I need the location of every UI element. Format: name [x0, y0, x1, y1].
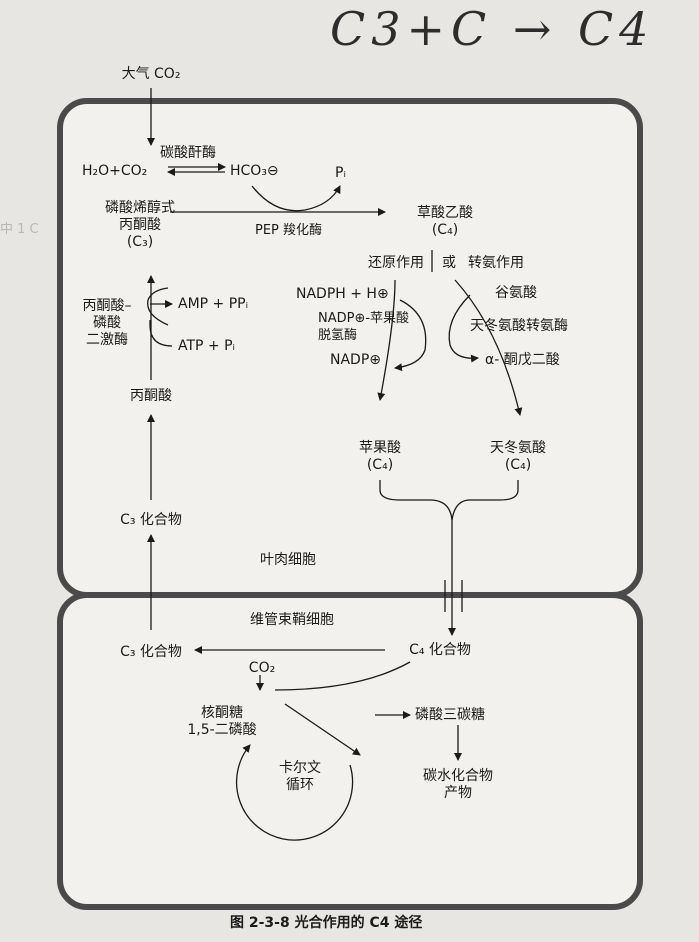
malate-dehydrogenase-label: NADP⊕-苹果酸 脱氢酶: [318, 311, 410, 343]
bundle-sheath-cell: [57, 592, 643, 910]
pep-label: 磷酸烯醇式 丙酮酸 (C₃): [105, 200, 175, 250]
glutamate-label: 谷氨酸: [495, 285, 537, 301]
reduction-label: 还原作用: [368, 255, 424, 271]
bundle-sheath-cell-label: 维管束鞘细胞: [250, 612, 334, 628]
transamination-label: 转氨作用: [468, 255, 524, 271]
calvin-cycle-label: 卡尔文 循环: [279, 760, 321, 793]
bicarbonate-label: HCO₃⊖: [230, 163, 279, 179]
pep-carboxylase-label: PEP 羧化酶: [255, 223, 323, 238]
malate-label: 苹果酸 (C₄): [359, 440, 401, 473]
nadp-label: NADP⊕: [330, 352, 382, 368]
carbonic-anhydrase-label: 碳酸酐酶: [160, 145, 216, 161]
h2o-co2-label: H₂O+CO₂: [82, 163, 148, 179]
figure-caption: 图 2-3-8 光合作用的 C4 途径: [230, 915, 423, 931]
alpha-ketoglutarate-label: α- 酮戊二酸: [485, 352, 560, 368]
pyruvate-label: 丙酮酸: [130, 388, 172, 404]
rubp-label: 核酮糖 1,5-二磷酸: [187, 705, 257, 738]
aspartate-label: 天冬氨酸 (C₄): [490, 440, 546, 473]
nadph-label: NADPH + H⊕: [296, 286, 389, 302]
c3-compound-mesophyll-label: C₃ 化合物: [120, 512, 182, 528]
c4-compound-bundle-sheath-label: C₄ 化合物: [409, 642, 471, 658]
phosphate-label: Pᵢ: [335, 165, 346, 181]
co2-bundle-sheath-label: CO₂: [248, 660, 276, 676]
atp-pi-label: ATP + Pᵢ: [178, 338, 236, 354]
mesophyll-cell-label: 叶肉细胞: [260, 552, 316, 568]
handwritten-note: C3+C → C4: [330, 2, 655, 56]
carbohydrate-product-label: 碳水化合物 产物: [423, 768, 493, 801]
oxaloacetate-label: 草酸乙酸 (C₄): [417, 205, 473, 238]
atmospheric-co2-label: 大气 CO₂: [121, 66, 181, 82]
c3-compound-bundle-sheath-label: C₃ 化合物: [120, 644, 182, 660]
ppdk-label: 丙酮酸– 磷酸 二激酶: [82, 298, 132, 348]
triose-phosphate-label: 磷酸三碳糖: [415, 707, 485, 723]
ghost-text: 中 1 C: [0, 222, 39, 237]
aspartate-aminotransferase-label: 天冬氨酸转氨酶: [470, 318, 568, 334]
or-label: 或: [442, 255, 456, 271]
amp-ppi-label: AMP + PPᵢ: [178, 296, 249, 312]
